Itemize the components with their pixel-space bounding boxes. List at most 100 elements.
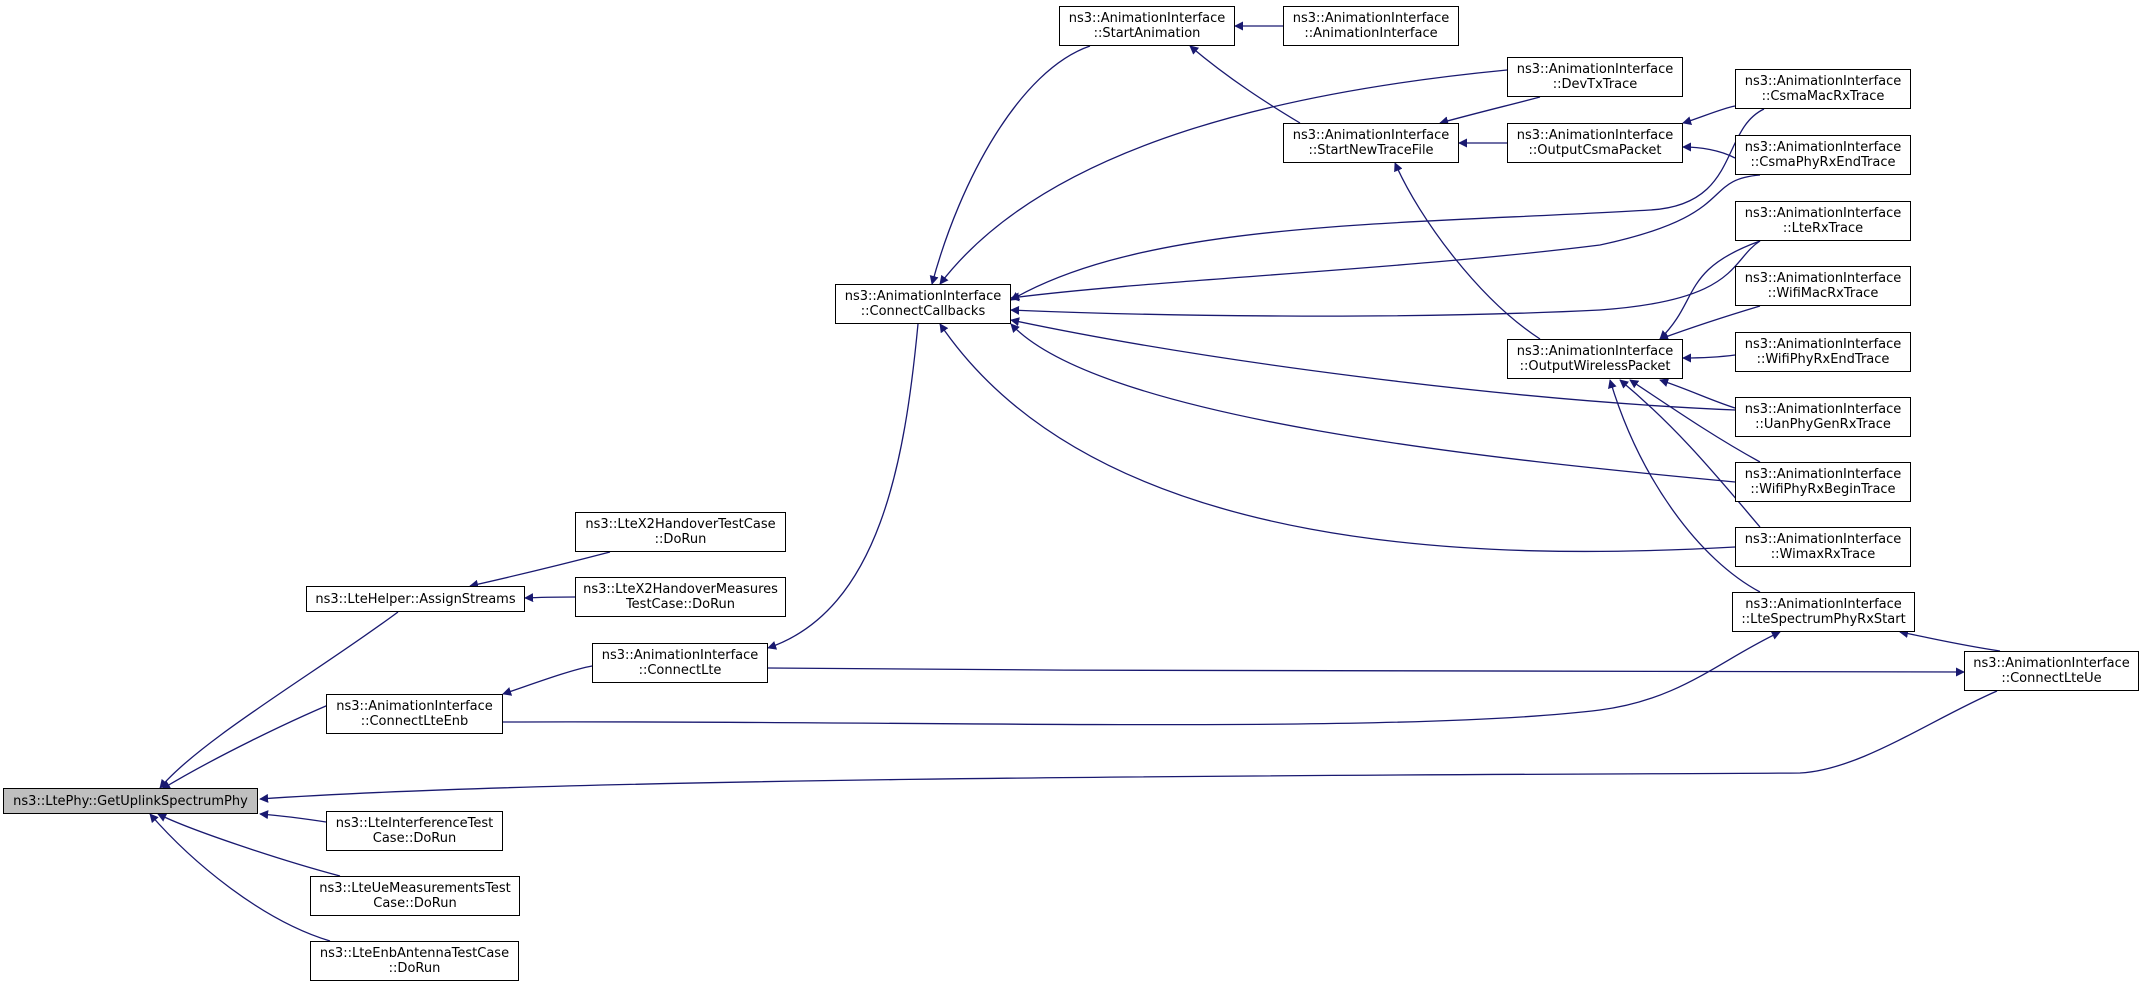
node-wifimac[interactable]: ns3::AnimationInterface::WifiMacRxTrace [1735, 266, 1911, 306]
edge-lterx-to-outwireless [1659, 240, 1761, 340]
edge-uan-to-conncb [1010, 317, 1736, 411]
node-label: ::DevTxTrace [1552, 77, 1638, 92]
node-label: ns3::AnimationInterface [1744, 467, 1902, 482]
node-label: ::UanPhyGenRxTrace [1755, 417, 1891, 432]
node-animiface[interactable]: ns3::AnimationInterface::AnimationInterf… [1283, 6, 1459, 46]
edge-antenna-to-getuplink [149, 813, 331, 942]
node-label: ns3::AnimationInterface [1516, 128, 1674, 143]
node-x2dorun[interactable]: ns3::LteX2HandoverTestCase::DoRun [575, 512, 786, 552]
node-wifiphybegin[interactable]: ns3::AnimationInterface::WifiPhyRxBeginT… [1735, 462, 1911, 502]
node-label: ns3::LteX2HandoverTestCase [585, 517, 776, 532]
edge-outwireless-to-startnew [1394, 162, 1541, 340]
edge-ltespec-to-outwireless [1608, 379, 1761, 593]
edge-uan-to-outwireless [1659, 378, 1736, 409]
node-label: ns3::LtePhy::GetUplinkSpectrumPhy [13, 793, 248, 809]
node-label: ns3::AnimationInterface [1744, 271, 1902, 286]
node-label: ns3::AnimationInterface [1744, 206, 1902, 221]
node-label: ns3::AnimationInterface [601, 648, 759, 663]
node-csmamac[interactable]: ns3::AnimationInterface::CsmaMacRxTrace [1735, 69, 1911, 109]
node-startnew[interactable]: ns3::AnimationInterface::StartNewTraceFi… [1283, 123, 1459, 163]
node-label: TestCase::DoRun [625, 597, 736, 612]
edge-interf-to-getuplink [259, 810, 327, 823]
edge-devtx-to-startnew [1439, 96, 1541, 126]
node-getuplink: ns3::LtePhy::GetUplinkSpectrumPhy [3, 788, 258, 814]
node-csmaphy[interactable]: ns3::AnimationInterface::CsmaPhyRxEndTra… [1735, 135, 1911, 175]
node-startanim[interactable]: ns3::AnimationInterface::StartAnimation [1059, 6, 1235, 46]
node-lterx[interactable]: ns3::AnimationInterface::LteRxTrace [1735, 201, 1911, 241]
node-label: ::OutputCsmaPacket [1528, 143, 1662, 158]
edge-connlteue-to-getuplink [259, 690, 1998, 803]
node-antenna[interactable]: ns3::LteEnbAntennaTestCase::DoRun [310, 941, 519, 981]
node-conncb[interactable]: ns3::AnimationInterface::ConnectCallback… [835, 284, 1011, 324]
edge-uemeas-to-getuplink [157, 813, 341, 877]
node-label: ns3::AnimationInterface [1744, 140, 1902, 155]
node-label: ns3::AnimationInterface [1744, 402, 1902, 417]
node-label: ::WifiPhyRxEndTrace [1756, 352, 1890, 367]
edge-wimax-to-outwireless [1619, 379, 1761, 528]
node-label: ns3::AnimationInterface [1516, 62, 1674, 77]
node-label: ns3::LteEnbAntennaTestCase [319, 946, 510, 961]
node-ltespec[interactable]: ns3::AnimationInterface::LteSpectrumPhyR… [1732, 592, 1915, 632]
edge-csmamac-to-outcsma [1682, 105, 1736, 126]
node-label: ::ConnectLte [638, 663, 722, 678]
edge-startanim-to-conncb [929, 45, 1091, 285]
node-label: ns3::AnimationInterface [1292, 11, 1450, 26]
node-label: ::LteRxTrace [1782, 221, 1864, 236]
node-label: ::WifiMacRxTrace [1767, 286, 1879, 301]
node-label: ns3::AnimationInterface [1744, 74, 1902, 89]
node-connlte[interactable]: ns3::AnimationInterface::ConnectLte [592, 643, 768, 683]
node-label: ns3::AnimationInterface [1745, 597, 1902, 612]
node-outwireless[interactable]: ns3::AnimationInterface::OutputWirelessP… [1507, 339, 1683, 379]
node-label: ns3::LteInterferenceTest [335, 816, 494, 831]
node-label: ::StartNewTraceFile [1308, 143, 1434, 158]
edge-wimax-to-conncb [939, 323, 1736, 553]
edge-x2meas-to-assign [524, 593, 576, 603]
node-label: ::LteSpectrumPhyRxStart [1741, 612, 1906, 627]
edge-csmaphy-to-outcsma [1682, 142, 1736, 159]
node-label: ::DoRun [388, 961, 441, 976]
node-outcsma[interactable]: ns3::AnimationInterface::OutputCsmaPacke… [1507, 123, 1683, 163]
node-label: ns3::AnimationInterface [1973, 656, 2130, 671]
edge-connlteue-to-ltespec [1899, 629, 2001, 652]
node-label: ::WifiPhyRxBeginTrace [1750, 482, 1896, 497]
node-label: ns3::AnimationInterface [336, 699, 493, 714]
node-label: ::AnimationInterface [1304, 26, 1438, 41]
node-connlteue[interactable]: ns3::AnimationInterface::ConnectLteUe [1964, 651, 2139, 691]
edge-wifiphybegin-to-conncb [1010, 323, 1736, 483]
node-uan[interactable]: ns3::AnimationInterface::UanPhyGenRxTrac… [1735, 397, 1911, 437]
node-assign[interactable]: ns3::LteHelper::AssignStreams [306, 586, 525, 612]
node-label: ns3::LteHelper::AssignStreams [315, 591, 516, 607]
node-label: ::DoRun [654, 532, 707, 547]
node-wimax[interactable]: ns3::AnimationInterface::WimaxRxTrace [1735, 527, 1911, 567]
node-devtx[interactable]: ns3::AnimationInterface::DevTxTrace [1507, 57, 1683, 97]
edge-csmamac-to-conncb [1010, 108, 1765, 301]
node-label: ::CsmaPhyRxEndTrace [1750, 155, 1896, 170]
node-wifiphyend[interactable]: ns3::AnimationInterface::WifiPhyRxEndTra… [1735, 332, 1911, 372]
node-label: ::StartAnimation [1093, 26, 1201, 41]
node-label: ::CsmaMacRxTrace [1761, 89, 1885, 104]
edge-x2dorun-to-assign [469, 551, 611, 589]
node-label: ns3::AnimationInterface [844, 289, 1002, 304]
node-label: ::ConnectCallbacks [860, 304, 986, 319]
node-label: ns3::AnimationInterface [1744, 532, 1902, 547]
node-label: ns3::AnimationInterface [1744, 337, 1902, 352]
edge-startnew-to-startanim [1189, 45, 1301, 124]
node-label: ::ConnectLteEnb [360, 714, 469, 729]
edge-devtx-to-conncb [939, 69, 1508, 285]
node-label: Case::DoRun [372, 831, 457, 846]
edge-connlte-to-connlteue [767, 667, 1965, 677]
node-label: ns3::AnimationInterface [1516, 344, 1674, 359]
node-label: ns3::LteX2HandoverMeasures [583, 582, 778, 597]
node-label: ::OutputWirelessPacket [1519, 359, 1671, 374]
node-label: ns3::AnimationInterface [1292, 128, 1450, 143]
node-label: Case::DoRun [373, 896, 457, 911]
edge-connlte-to-connlteenb [502, 665, 593, 696]
edge-wifiphyend-to-outwireless [1682, 353, 1736, 363]
node-label: ns3::AnimationInterface [1068, 11, 1226, 26]
node-connlteenb[interactable]: ns3::AnimationInterface::ConnectLteEnb [326, 694, 503, 734]
